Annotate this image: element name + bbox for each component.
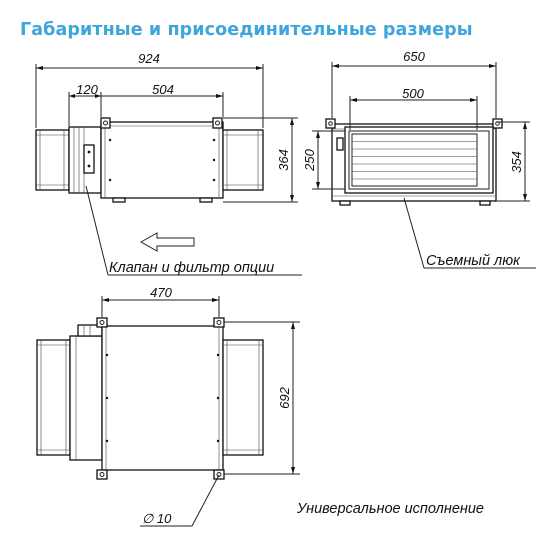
page-title: Габаритные и присоединительные размеры: [20, 20, 473, 40]
side-view: 650 500 250 354 Съемный люк: [302, 49, 536, 269]
dim-mount-spacing: 470: [150, 285, 172, 300]
universal-version-caption: Универсальное исполнение: [296, 501, 484, 517]
dim-hatch-height: 250: [302, 148, 317, 171]
front-view: 924 120 504 364 Клапан и фильтр опции: [35, 51, 302, 276]
top-view: 470 692 ∅ 10: [36, 285, 300, 527]
dim-height: 364: [276, 149, 291, 171]
callout-removable-hatch: Съемный люк: [426, 253, 521, 269]
dim-hatch-width: 500: [402, 86, 424, 101]
arrow-left-outline-icon: [139, 232, 195, 252]
dim-top-length: 692: [277, 386, 292, 408]
dim-damper-length: 120: [76, 82, 98, 97]
dim-body-length: 504: [152, 82, 174, 97]
dim-overall-length: 924: [138, 51, 160, 66]
dim-side-width: 650: [403, 49, 425, 64]
callout-valve-filter: Клапан и фильтр опции: [109, 260, 274, 276]
dim-side-height: 354: [509, 151, 524, 173]
dim-hole-diameter: ∅ 10: [142, 511, 172, 526]
